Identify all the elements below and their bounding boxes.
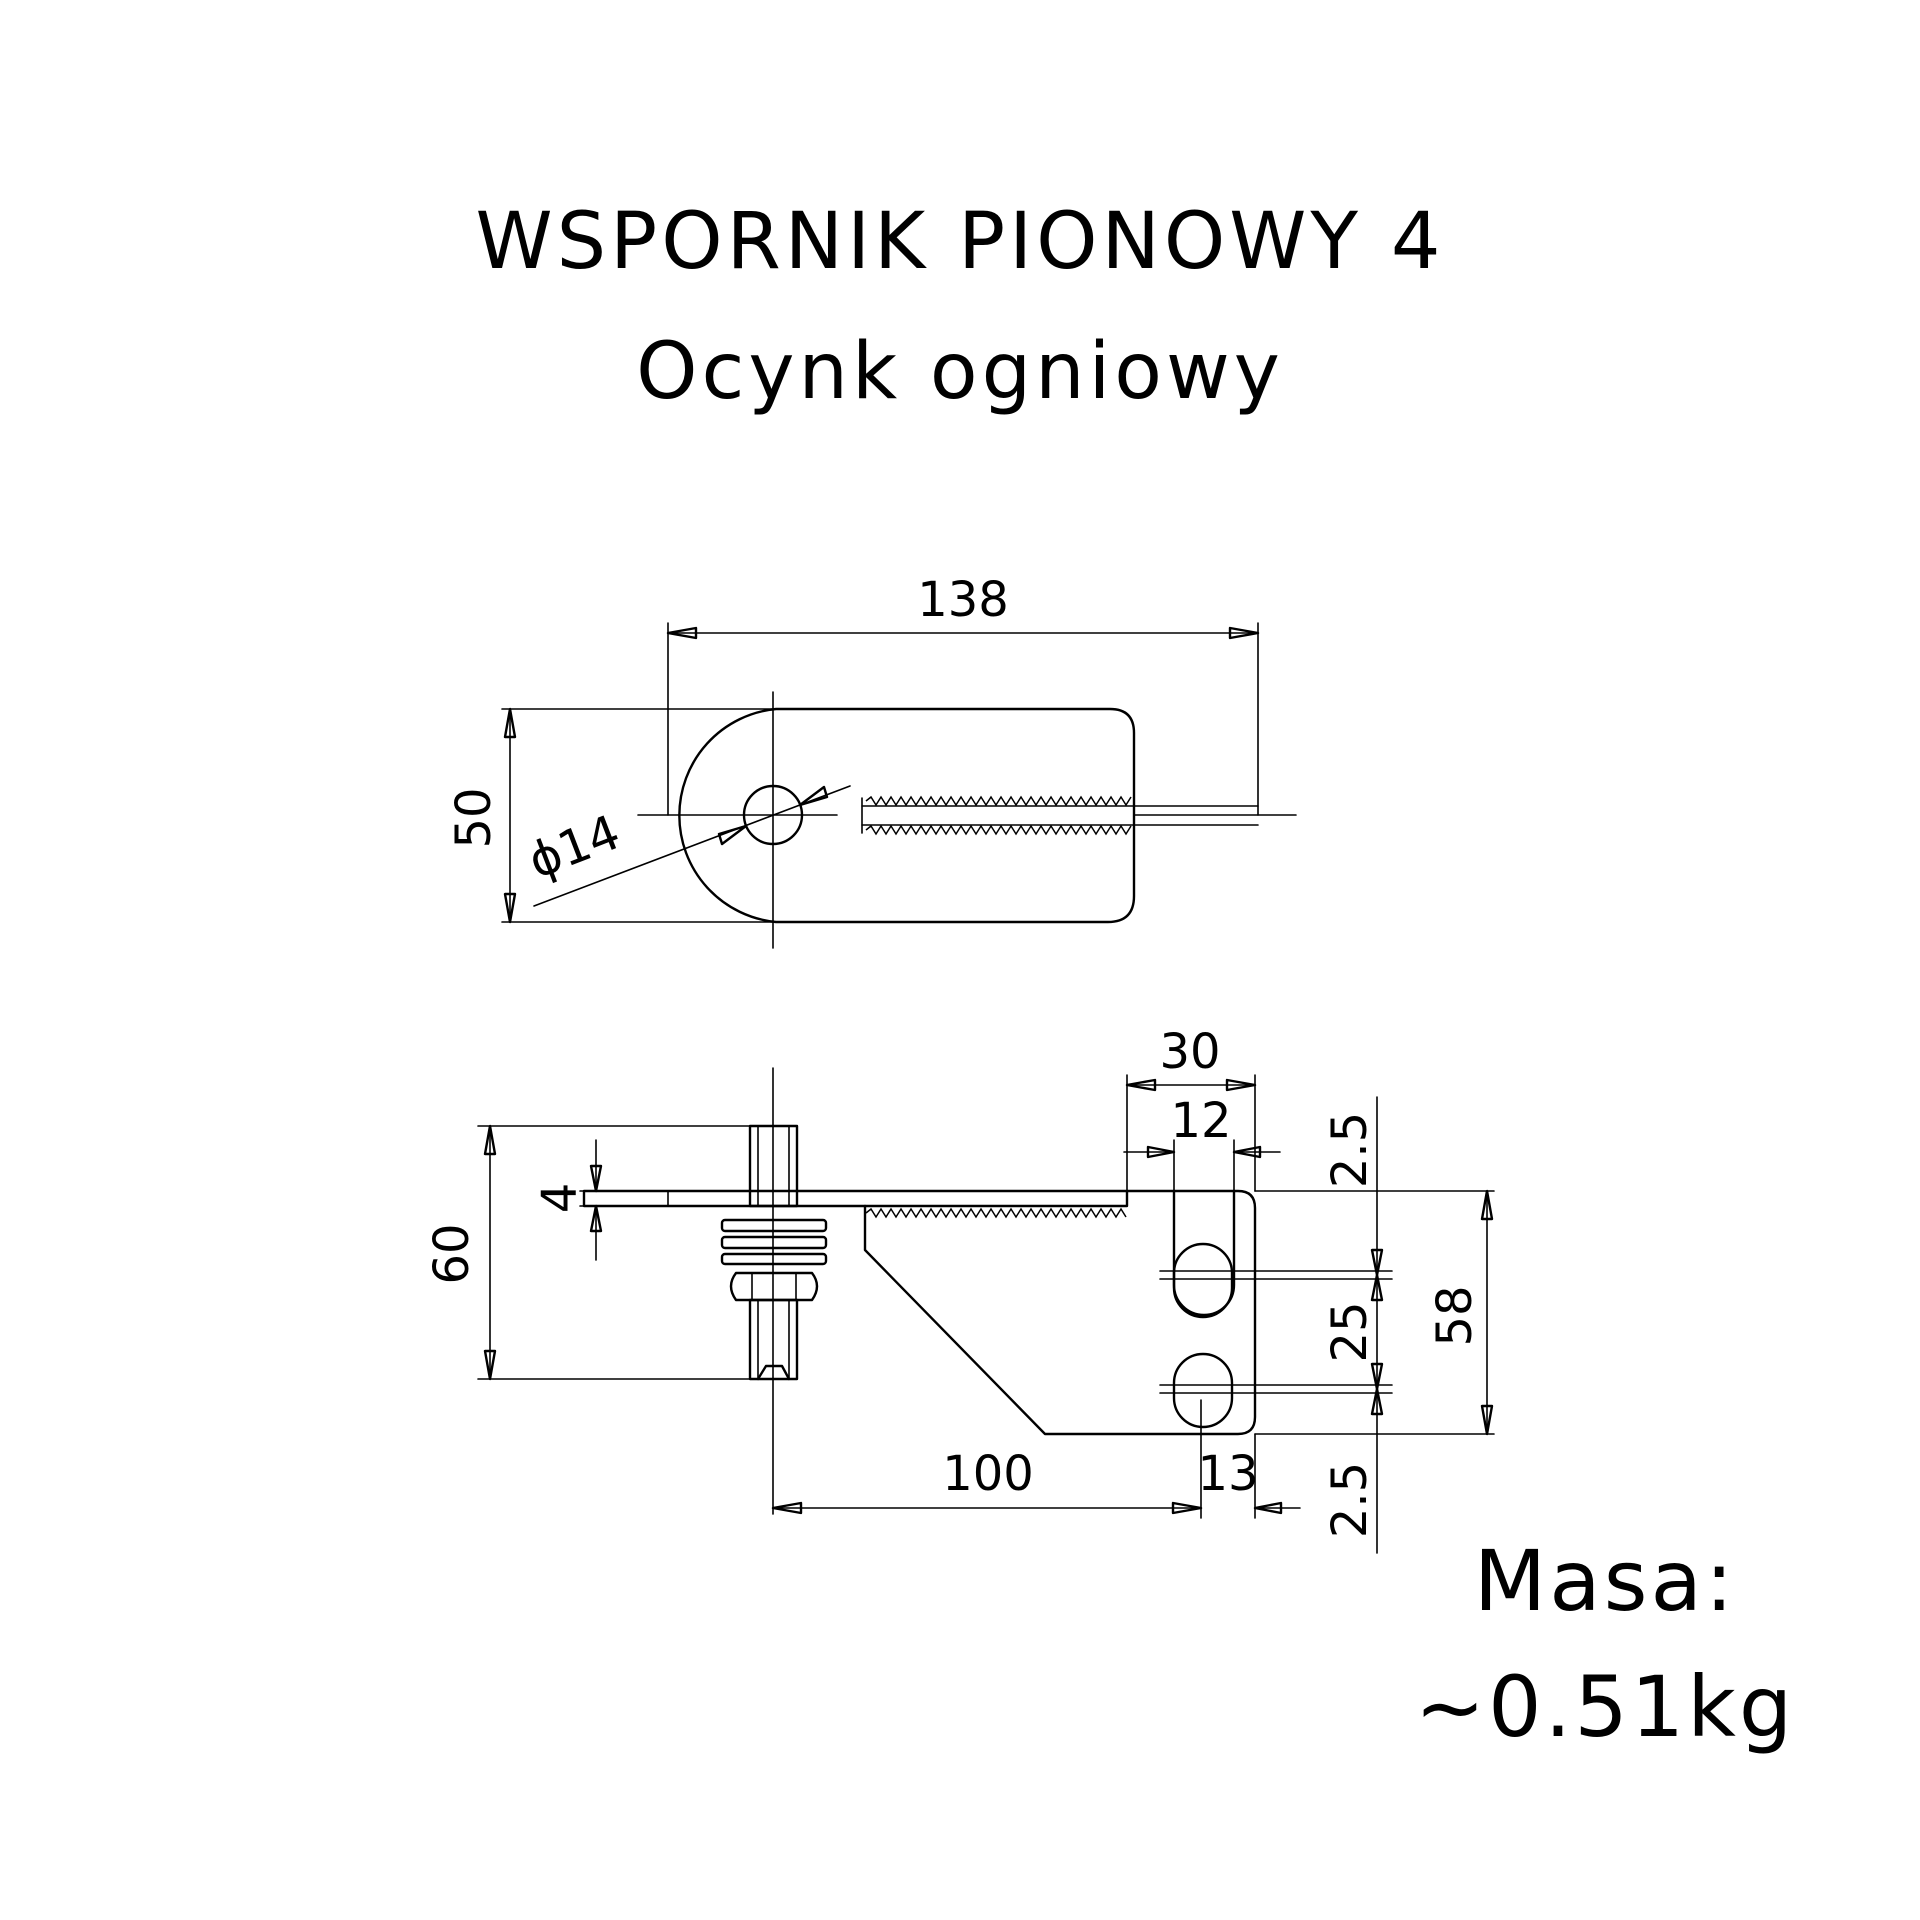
flange	[863, 1189, 1257, 1436]
dim-25-label: 25	[1322, 1301, 1378, 1362]
arrow-50-bottom	[503, 892, 517, 924]
leader-14	[533, 785, 851, 907]
dim-12-label: 12	[1170, 1093, 1231, 1149]
arrow-60-bottom	[483, 1349, 497, 1381]
arrow-58-bottom	[1480, 1404, 1494, 1436]
arrow-100-right	[1171, 1501, 1203, 1515]
dim-30-label: 30	[1159, 1024, 1220, 1080]
mass-label: Masa:	[1474, 1532, 1737, 1630]
top-view-outline	[678, 707, 1136, 924]
arrow-2-5-top	[1370, 1248, 1384, 1277]
dim-13-label: 13	[1197, 1446, 1258, 1502]
washer-2	[720, 1235, 828, 1250]
arrow-25-bottom	[1370, 1362, 1384, 1391]
washer-3	[720, 1252, 828, 1266]
side-view: 60 4 30 12 2.5 25 2.5	[424, 1024, 1495, 1554]
arrow-13-right	[1253, 1501, 1283, 1515]
plate	[582, 1189, 1129, 1208]
dim-4-label: 4	[532, 1183, 588, 1214]
arrow-12-left	[1146, 1145, 1176, 1159]
slot-lower	[1172, 1352, 1234, 1429]
weld-texture-bottom	[865, 824, 1132, 836]
dim-50-label: 50	[446, 787, 502, 848]
arrow-30-right	[1225, 1078, 1257, 1092]
arrow-4-top	[589, 1164, 603, 1193]
arrow-138-right	[1228, 626, 1260, 640]
dim-60-label: 60	[424, 1223, 480, 1284]
drawing-subtitle: Ocynk ogniowy	[636, 327, 1284, 417]
bolt-tip	[756, 1364, 791, 1381]
dim-2-5-top-label: 2.5	[1322, 1112, 1378, 1188]
side-weld-texture	[865, 1207, 1127, 1219]
drawing-title: WSPORNIK PIONOWY 4	[476, 197, 1445, 287]
arrow-4-bottom	[589, 1204, 603, 1233]
nut	[729, 1271, 819, 1302]
arrow-100-left	[771, 1501, 803, 1515]
dim-138-label: 138	[917, 572, 1009, 628]
arrow-2-5-bottom	[1370, 1387, 1384, 1416]
top-view: 138 50 ϕ14	[446, 572, 1297, 949]
dim-2-5-bottom-label: 2.5	[1322, 1462, 1378, 1538]
washer-1	[720, 1218, 828, 1233]
arrow-60-top	[483, 1124, 497, 1156]
dim-100-label: 100	[942, 1446, 1034, 1502]
arrow-30-left	[1125, 1078, 1157, 1092]
arrow-14-b	[798, 785, 829, 807]
dim-58-label: 58	[1427, 1285, 1483, 1346]
arrow-138-left	[666, 626, 698, 640]
arrow-50-top	[503, 707, 517, 739]
arrow-12-right	[1232, 1145, 1262, 1159]
arrow-25-top	[1370, 1273, 1384, 1302]
slot-upper	[1172, 1242, 1234, 1319]
mass-value: ~0.51kg	[1415, 1658, 1795, 1756]
weld-texture-top	[865, 795, 1132, 807]
arrow-14-a	[717, 824, 748, 846]
arrow-58-top	[1480, 1189, 1494, 1221]
